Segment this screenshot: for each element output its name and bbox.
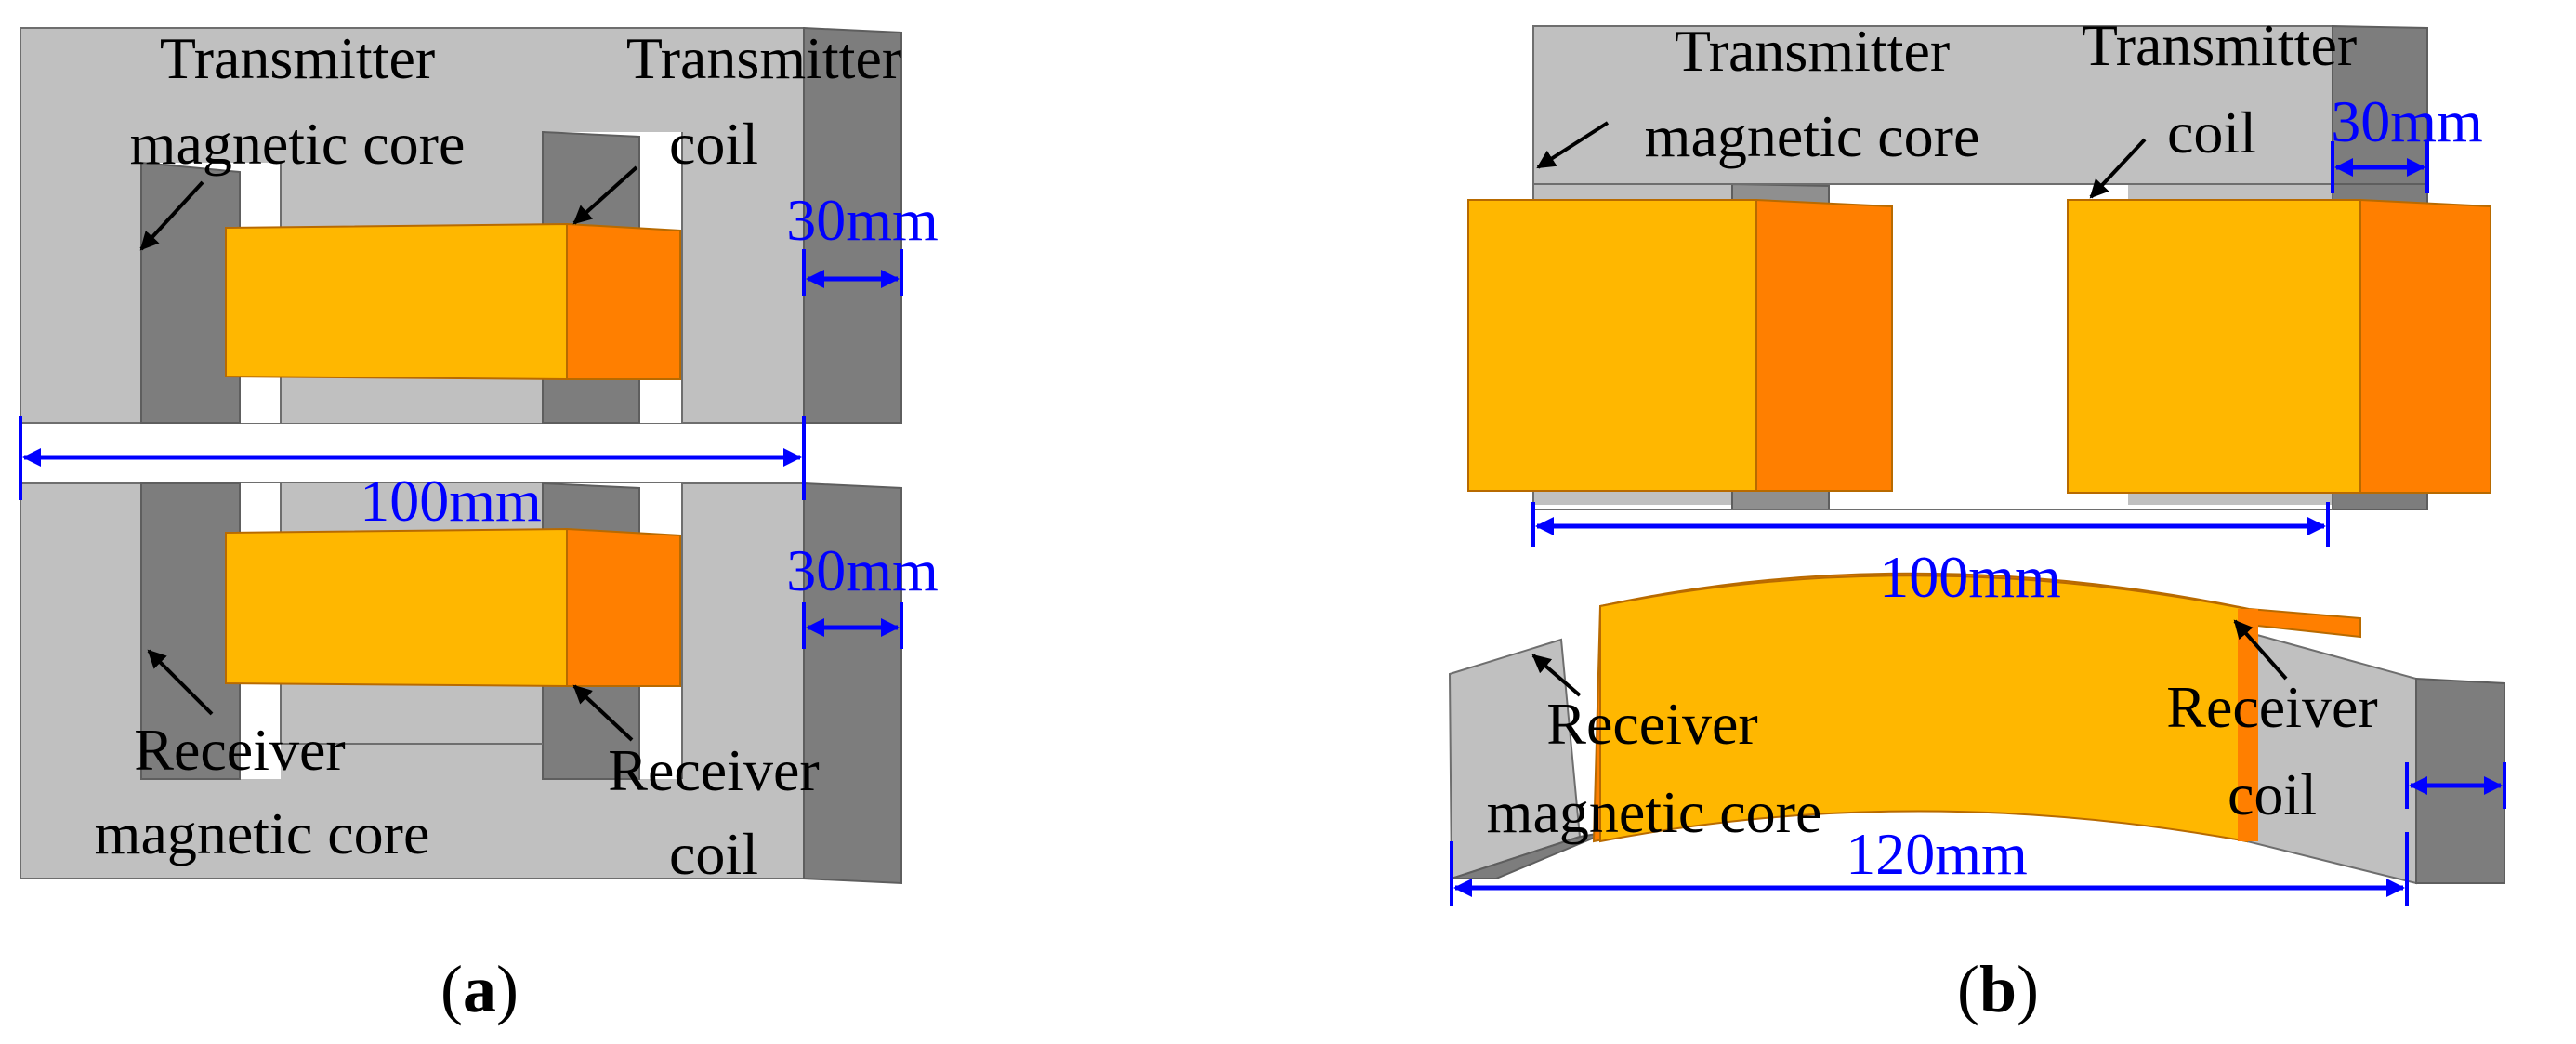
panel-a-dimension-depth-top (802, 249, 903, 296)
panel-a-arrow-rx-core (147, 649, 214, 716)
panel-a-caption: (a) (440, 952, 519, 1026)
panel-a: Transmitter magnetic core Transmitter co… (19, 25, 939, 1026)
panel-b-dim-depth-label: 30mm (2331, 88, 2483, 154)
panel-b-dimension-rx-depth (2405, 762, 2506, 809)
panel-a-caption-letter: a (463, 952, 496, 1026)
panel-a-label-rx-core-line1: Receiver (134, 717, 345, 783)
panel-b-arrow-tx-coil (2089, 138, 2147, 199)
panel-b-dimension-rx-width (1450, 832, 2409, 906)
panel-a-dim-depth-top-label: 30mm (786, 187, 939, 253)
panel-a-arrow-tx-core (139, 180, 204, 251)
panel-a-receiver-coil (225, 527, 681, 688)
panel-a-label-rx-core-line2: magnetic core (95, 800, 430, 866)
panel-b-label-rx-core-line1: Receiver (1546, 691, 1757, 757)
panel-a-arrow-tx-coil (572, 165, 638, 225)
panel-b-label-rx-coil-line1: Receiver (2166, 674, 2377, 740)
panel-a-arrow-rx-coil (572, 684, 634, 742)
panel-b-dim-rx-width-label: 120mm (1846, 821, 2028, 887)
panel-a-label-tx-core-line2: magnetic core (130, 111, 466, 177)
panel-b-receiver-coil (1592, 572, 2361, 843)
panel-b-dimension-tx-width (1531, 502, 2330, 547)
panel-a-transmitter-coil (225, 222, 681, 381)
panel-b-label-tx-coil-line1: Transmitter (2082, 12, 2357, 78)
panel-b-transmitter-coil-right (2067, 198, 2491, 494)
panel-b-label-tx-coil-line2: coil (2167, 99, 2256, 165)
panel-b-label-tx-core-line2: magnetic core (1645, 103, 1980, 169)
panel-b-label-rx-coil-line2: coil (2228, 761, 2317, 827)
panel-b-arrow-rx-coil (2233, 619, 2288, 681)
panel-a-dimension-width (19, 416, 806, 500)
panel-a-label-rx-coil-line1: Receiver (608, 737, 819, 803)
panel-b-caption-open: ( (1957, 952, 1979, 1026)
panel-a-dim-depth-bottom-label: 30mm (786, 537, 939, 603)
panel-b-receiver-core (1448, 630, 2505, 885)
panel-a-caption-open: ( (440, 952, 463, 1026)
panel-b-caption-letter: b (1979, 952, 2017, 1026)
panel-b-caption-close: ) (2017, 952, 2039, 1026)
panel-a-label-tx-coil-line1: Transmitter (626, 25, 901, 91)
panel-b-dimension-depth (2331, 141, 2429, 193)
panel-b-transmitter-coil-left (1467, 198, 1893, 492)
panel-a-dim-width-label: 100mm (360, 468, 542, 534)
panel-b-label-rx-core-line2: magnetic core (1487, 779, 1822, 845)
panel-b-label-tx-core-line1: Transmitter (1675, 18, 1950, 84)
panel-b-arrow-tx-core (1536, 121, 1610, 169)
panel-b-arrow-rx-core (1531, 654, 1582, 697)
panel-a-label-rx-coil-line2: coil (669, 821, 758, 887)
panel-a-label-tx-coil-line2: coil (669, 111, 758, 177)
panel-b: Transmitter magnetic core Transmitter co… (1448, 12, 2506, 1026)
panel-b-caption: (b) (1957, 952, 2039, 1026)
panel-b-dim-tx-width-label: 100mm (1879, 544, 2061, 610)
panel-a-caption-close: ) (496, 952, 519, 1026)
panel-a-label-tx-core-line1: Transmitter (160, 25, 435, 91)
panel-a-dimension-depth-bottom (802, 602, 903, 649)
